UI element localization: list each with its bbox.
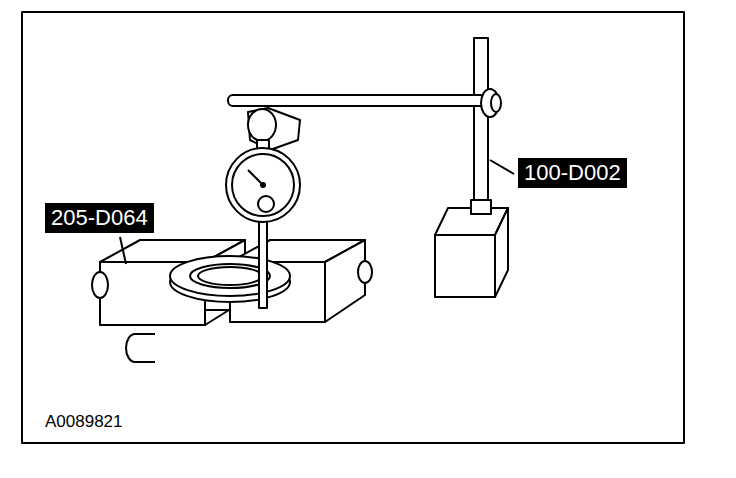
part-number: 100-D002: [518, 158, 627, 188]
part-number: 205-D064: [45, 203, 154, 233]
leader-line: [490, 160, 514, 174]
leader-line: [120, 237, 126, 264]
frame: [22, 12, 684, 443]
figure-id: A0089821: [45, 413, 123, 430]
